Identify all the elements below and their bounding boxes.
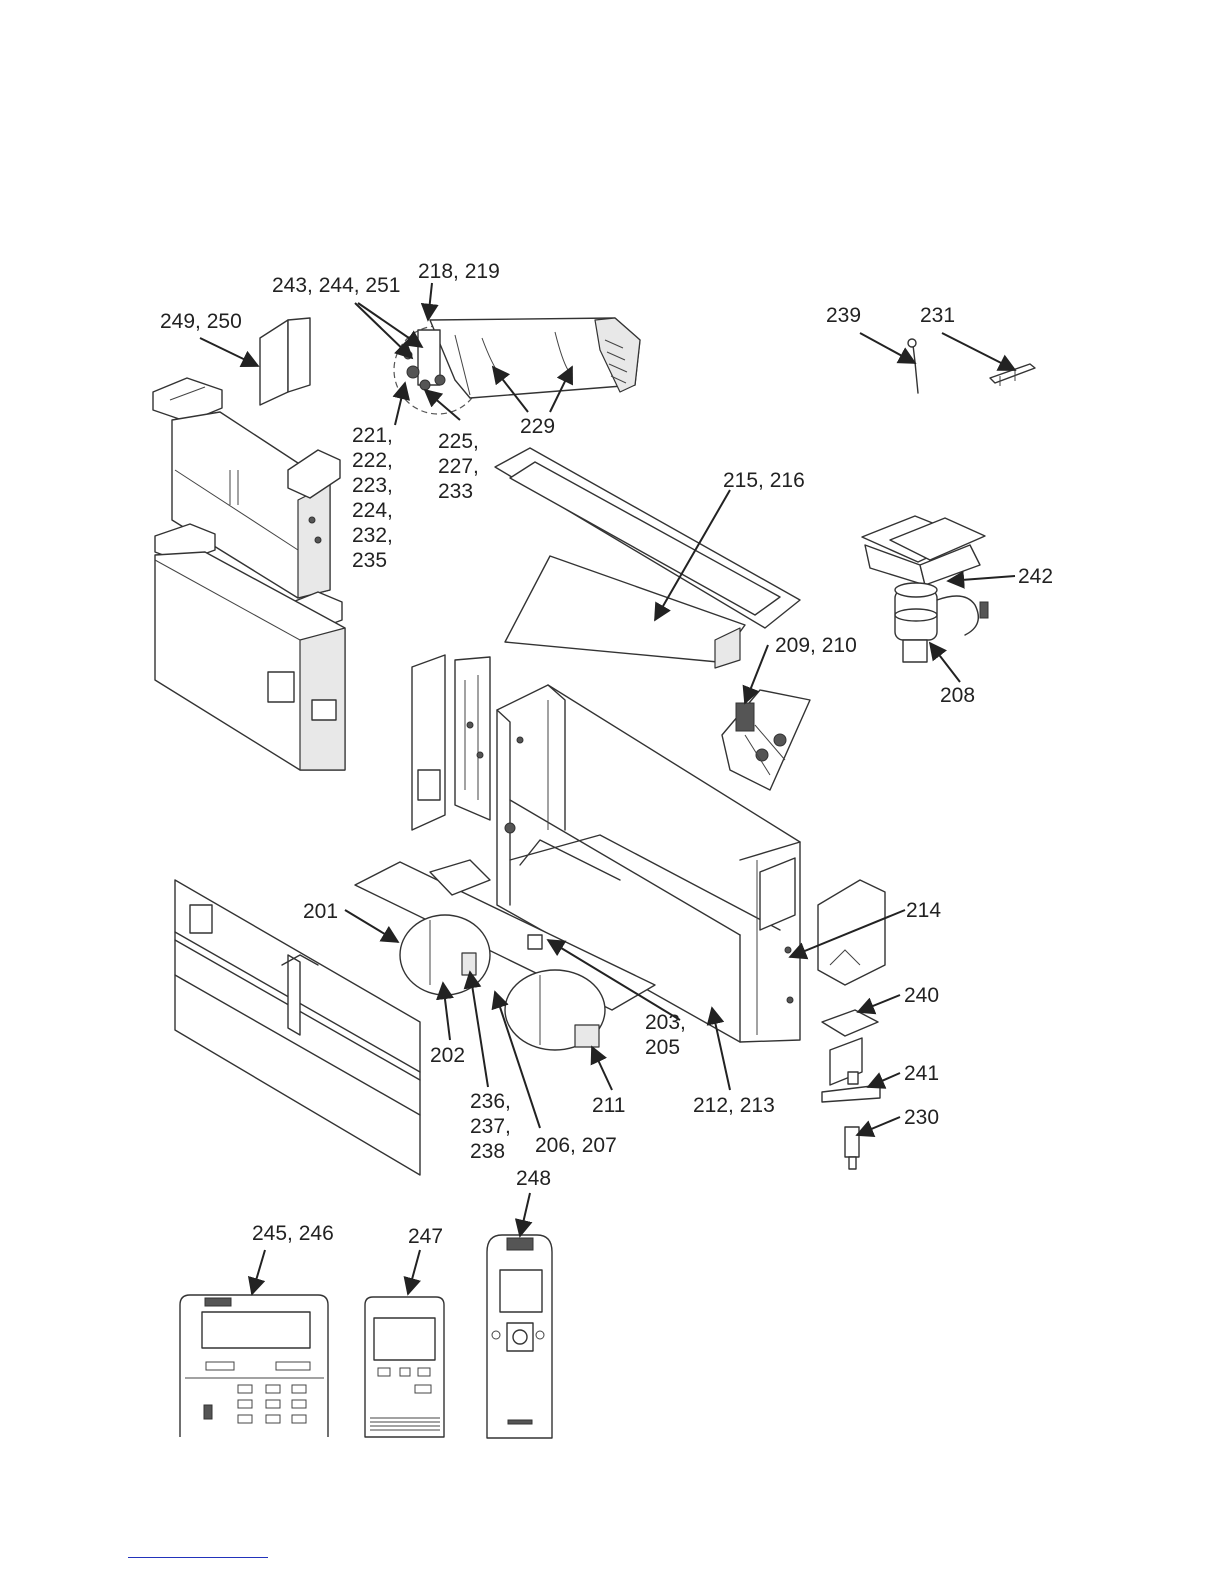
callout-208: 208 [940,684,975,707]
callout-212: 212, 213 [693,1094,775,1117]
callout-249: 249, 250 [160,310,242,333]
wireless-remote-controller [487,1235,552,1438]
callout-241: 241 [904,1062,939,1085]
callout-211: 211 [592,1094,625,1117]
callout-214: 214 [906,899,941,922]
callout-209: 209, 210 [775,634,857,657]
callout-231: 231 [920,304,955,327]
drain-hose-clamp [822,1085,880,1102]
footer-link-underline[interactable] [128,1557,268,1558]
callout-247: 247 [408,1225,443,1248]
electrical-control-box [412,655,490,830]
drain-insulator [822,1010,878,1085]
callout-221: 221, 222, 223, 224, 232, 235 [352,424,399,572]
sensor-holder [990,364,1035,386]
callout-218: 218, 219 [418,260,500,283]
packaging-carton-group [153,378,345,770]
callout-230: 230 [904,1106,939,1129]
callout-239: 239 [826,304,861,327]
callout-240: 240 [904,984,939,1007]
heat-exchanger-coil [394,318,640,414]
manual-booklet [260,318,310,405]
callout-201: 201 [303,900,338,923]
drain-pump-assembly [862,516,988,662]
sensor-clip [908,339,918,393]
front-panel [175,880,420,1175]
callout-243: 243, 244, 251 [272,274,400,297]
callout-203: 203, 205 [645,1011,692,1059]
callout-229: 229 [520,415,555,438]
expansion-valve-assembly [722,690,810,790]
simple-remote-controller [365,1297,444,1437]
fan-blower-left [400,915,490,995]
callout-245: 245, 246 [252,1222,334,1245]
callout-236: 236, 237, 238 [470,1090,517,1163]
drain-socket [845,1127,859,1169]
callout-225: 225, 227, 233 [438,430,485,503]
callout-242: 242 [1018,565,1053,588]
callout-202: 202 [430,1044,465,1067]
callout-248: 248 [516,1167,551,1190]
callout-206: 206, 207 [535,1134,617,1157]
fan-blower-right [505,970,605,1050]
wired-remote-controller [180,1295,328,1437]
callout-215: 215, 216 [723,469,805,492]
